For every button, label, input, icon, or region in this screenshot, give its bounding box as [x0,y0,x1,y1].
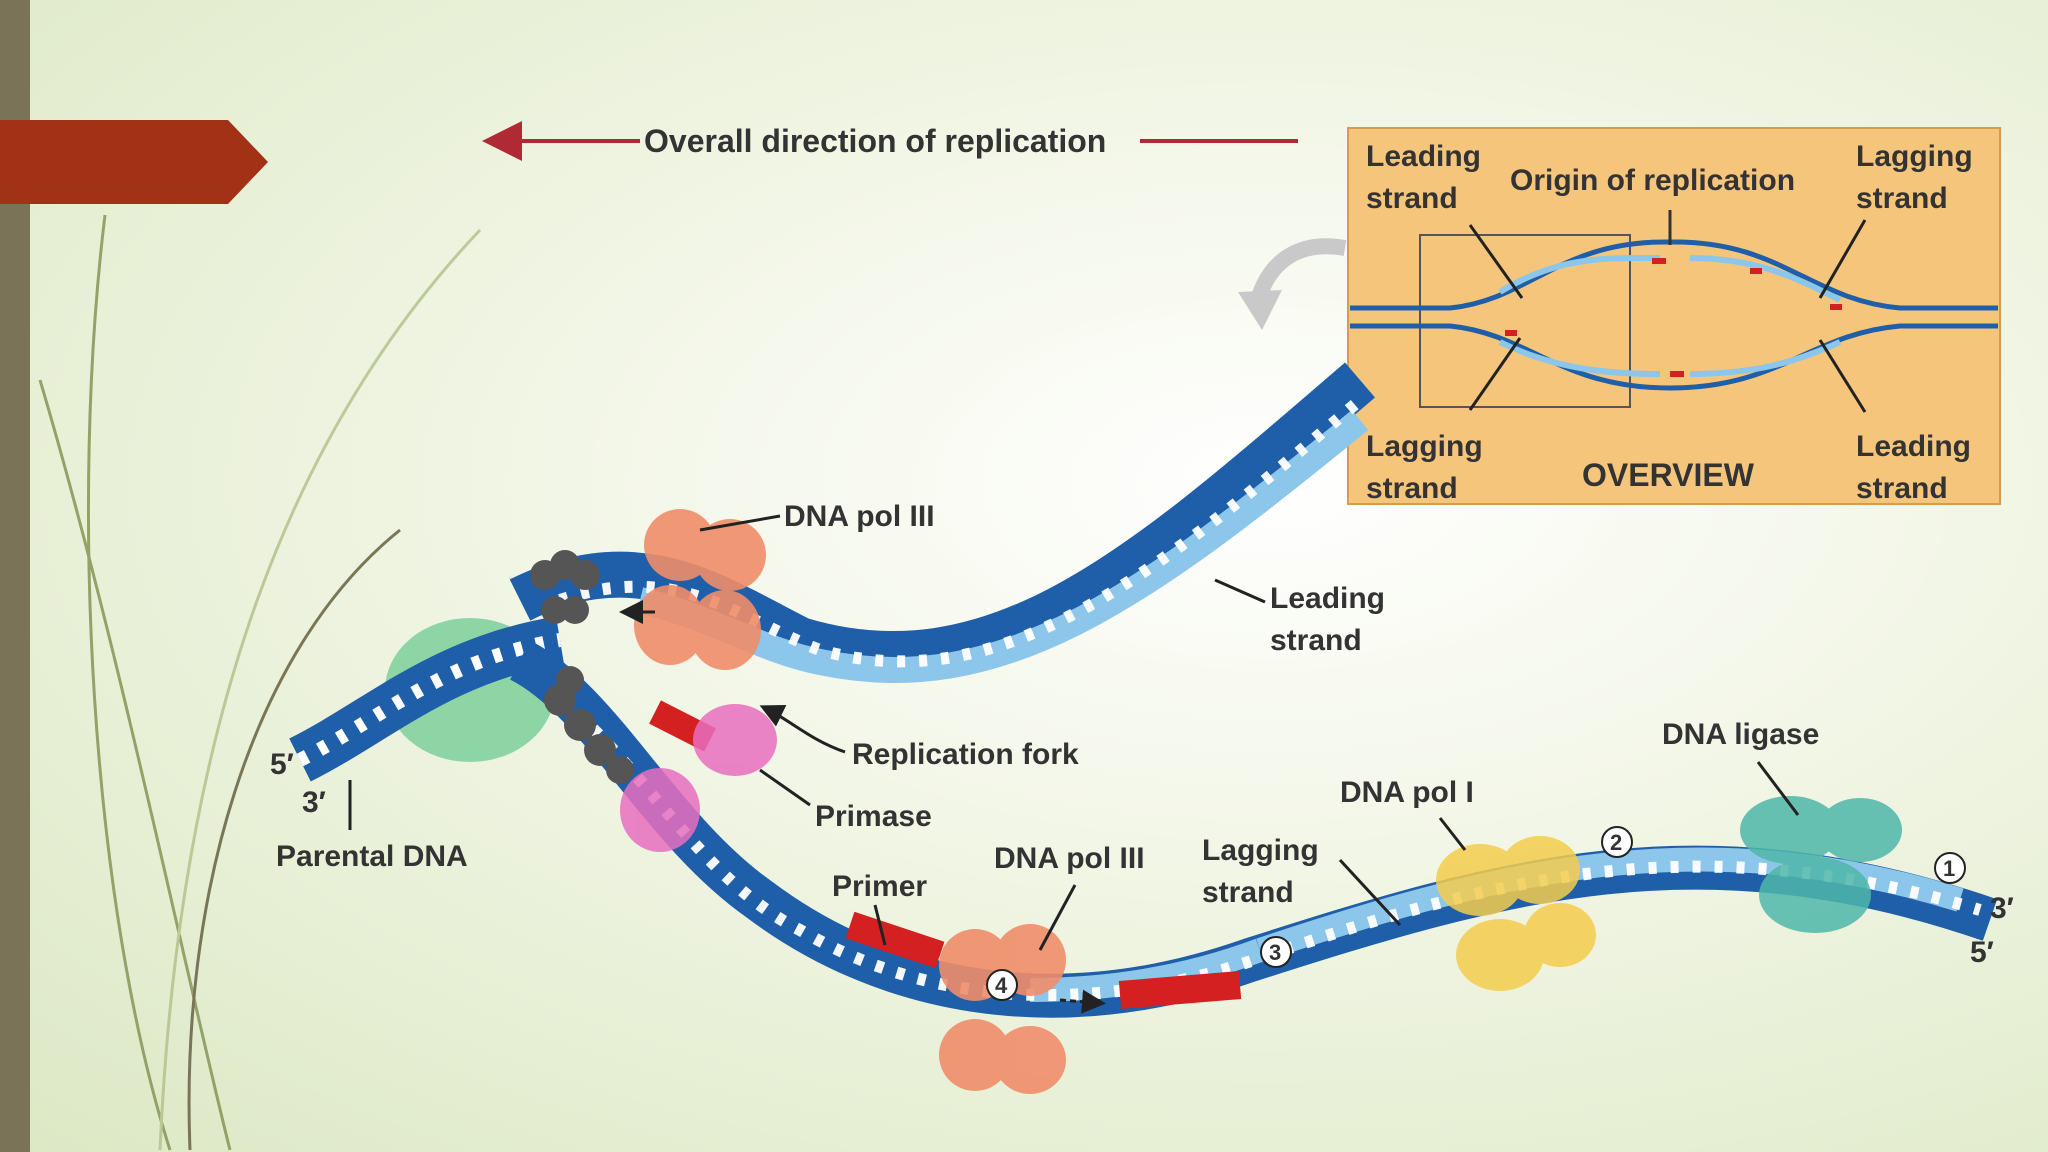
step-markers: 1 2 3 4 [986,826,1966,1001]
end-5-left-label: 5′ [270,748,294,781]
step-marker-3 [1260,936,1292,968]
end-3-left-label: 3′ [302,786,326,819]
overview-leading-right-line1: Leading [1856,430,1971,463]
overview-lagging-right-line2: strand [1856,182,1948,215]
primer-label: Primer [832,870,927,903]
label-leader-lines [348,514,1800,951]
dna-pol-iii-top-protein [634,509,766,670]
dna-ligase-label: DNA ligase [1662,718,1819,751]
overview-leading-left-line1: Leading [1366,140,1481,173]
overview-leading-right-line2: strand [1856,472,1948,505]
zoom-pointer-arrow [1250,238,1347,303]
step-marker-2 [1601,826,1633,858]
title-tag-shape [0,120,268,204]
overview-leading-left-line2: strand [1366,182,1458,215]
direction-arrow: Overall direction of replication [482,121,1298,161]
primer-segment-1 [845,911,945,969]
leading-strand-label-line1: Leading [1270,582,1385,615]
end-5-right-label: 5′ [1970,936,1994,969]
direction-label: Overall direction of replication [644,123,1106,159]
dna-pol-i-protein [1436,836,1596,991]
step-marker-2-label: 2 [1610,830,1622,855]
step-marker-1-label: 1 [1943,856,1955,881]
step-marker-1 [1934,852,1966,884]
overview-title: OVERVIEW [1582,457,1755,493]
dna-pol-iii-bottom-label: DNA pol III [994,842,1145,875]
step-marker-4 [986,969,1018,1001]
overview-zoom-box [1419,234,1631,408]
parental-dna-label: Parental DNA [276,840,468,873]
dna-pol-iii-top-label: DNA pol III [784,500,935,533]
overview-origin-label: Origin of replication [1510,164,1795,197]
end-3-right-label: 3′ [1990,892,2014,925]
parental-dna [289,616,565,782]
single-strand-binding-proteins [530,550,634,784]
step-marker-4-label: 4 [995,973,1008,998]
dna-pol-i-label: DNA pol I [1340,776,1474,809]
leading-template-strand [509,362,1375,678]
primer-segment-2 [1118,971,1242,1009]
primase-protein [620,704,777,852]
overview-lagging-left-line2: strand [1366,472,1458,505]
overview-lagging-right-line1: Lagging [1856,140,1973,173]
replication-fork-label: Replication fork [852,738,1079,771]
lagging-strand-label-line2: strand [1202,876,1294,909]
primase-label: Primase [815,800,932,833]
overview-panel: Leading strand Origin of replication Lag… [1347,127,2001,505]
overview-lagging-left-line1: Lagging [1366,430,1483,463]
decorative-swoosh-lines [38,214,482,1151]
lagging-strand-label-line1: Lagging [1202,834,1319,867]
dna-ligase-protein [1740,796,1902,933]
leading-strand-label-line2: strand [1270,624,1362,657]
step-marker-3-label: 3 [1269,940,1281,965]
